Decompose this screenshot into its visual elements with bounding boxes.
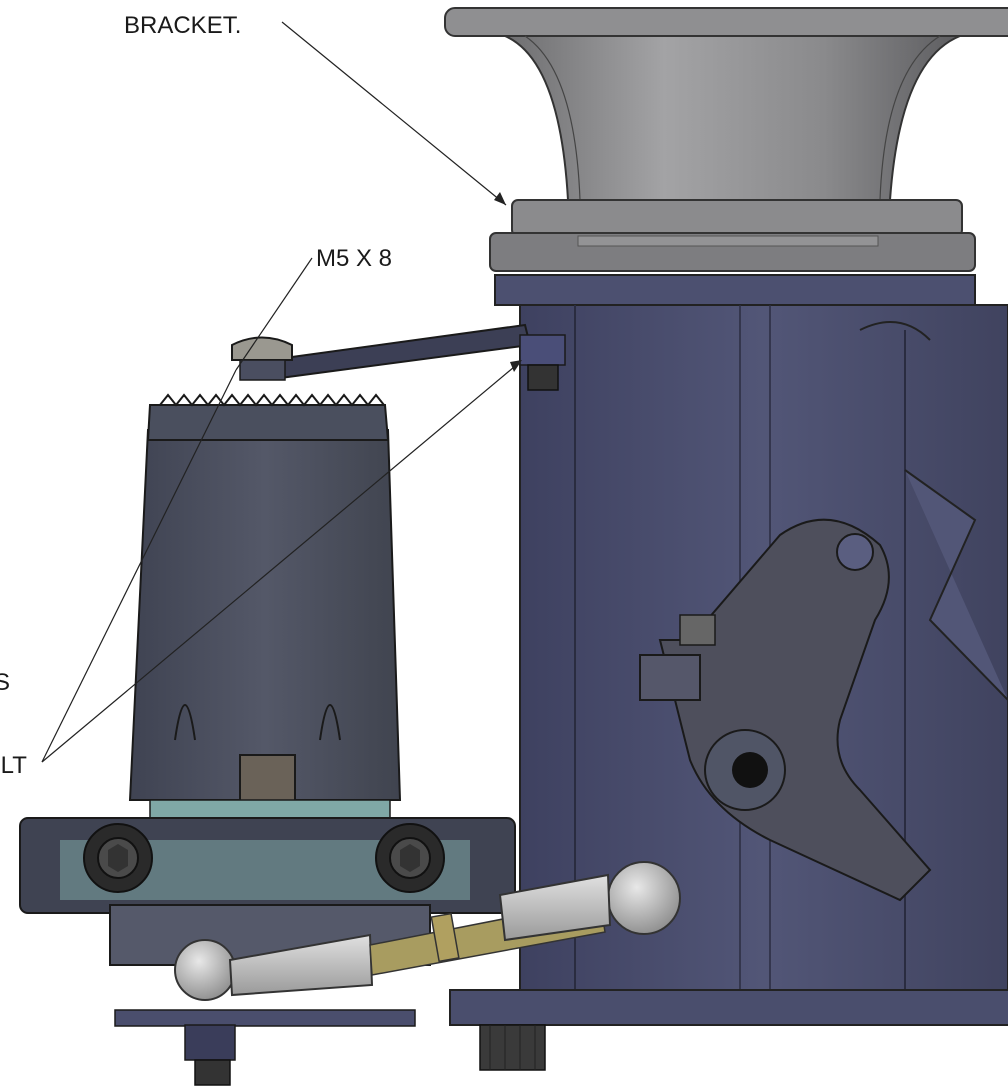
arrowhead-bolt [510,360,522,372]
label-bracket: BRACKET. [124,12,242,39]
air-horn [444,7,1008,201]
actuator-link-arm [231,323,566,391]
leader-screw [235,257,313,371]
linkage-rod [174,861,681,1001]
leader-lines [41,21,522,763]
label-m5-screw: M5 X 8 [316,245,393,272]
arrowhead-bracket [494,192,506,205]
throttle-lever [639,518,932,902]
leader-bolt-1 [41,369,237,763]
label-partial-line-1: S [0,669,11,697]
leader-bolt-2 [41,361,521,763]
bracket [489,199,976,272]
label-partial-bolt: S OLT [0,614,27,807]
label-partial-line-2: OLT [0,751,27,779]
leader-bracket [281,21,507,206]
